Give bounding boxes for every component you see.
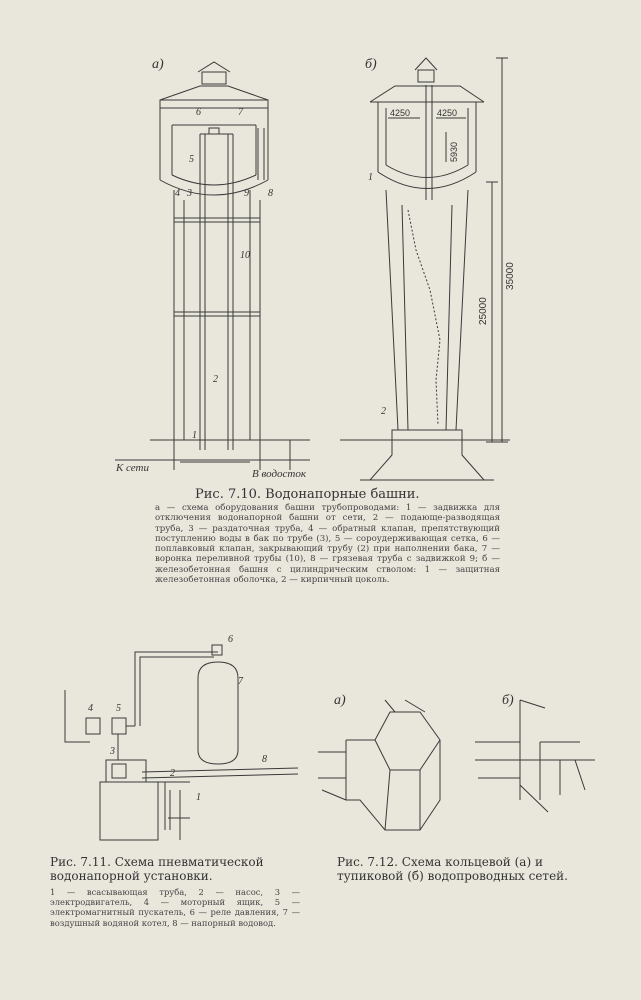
to-network-label: К сети xyxy=(116,462,149,474)
dim-5930: 5930 xyxy=(449,141,459,162)
fig-7-12-panel-a-label: а) xyxy=(334,693,346,708)
callout-11-3: 3 xyxy=(110,746,115,757)
fig-7-12-panel-b-label: б) xyxy=(502,693,514,708)
fig-7-11-caption-body: 1 — всасывающая труба, 2 — насос, 3 — эл… xyxy=(50,887,300,928)
callout-11-2: 2 xyxy=(170,768,175,779)
fig-7-10-panel-a-label: а) xyxy=(152,57,164,72)
pneumatic-installation-drawing xyxy=(64,644,299,841)
to-drain-label: В водосток xyxy=(252,468,306,480)
fig-7-10-caption-body: а — схема оборудования башни трубопровод… xyxy=(155,503,500,586)
fig-7-10-caption-title: Рис. 7.10. Водонапорные башни. xyxy=(195,487,420,502)
callout-b-1: 1 xyxy=(368,172,373,183)
fig-7-10-panel-b-label: б) xyxy=(365,57,377,72)
callout-b-2: 2 xyxy=(381,406,386,417)
dim-4250-right: 4250 xyxy=(437,108,458,118)
callout-8: 8 xyxy=(268,188,273,199)
callout-11-4: 4 xyxy=(88,703,93,714)
callout-4: 4 xyxy=(175,188,180,199)
dim-25000: 25000 xyxy=(478,297,489,325)
callout-11-7: 7 xyxy=(238,676,243,687)
callout-11-5: 5 xyxy=(116,703,121,714)
callout-10: 10 xyxy=(240,250,250,261)
callout-1: 1 xyxy=(192,430,197,441)
fig-7-11-caption-title: Рис. 7.11. Схема пневматической водонапо… xyxy=(50,855,264,883)
callout-2: 2 xyxy=(213,374,218,385)
callout-7: 7 xyxy=(238,107,243,118)
callout-11-8: 8 xyxy=(262,754,267,765)
callout-5: 5 xyxy=(189,154,194,165)
callout-6: 6 xyxy=(196,107,201,118)
callout-11-6: 6 xyxy=(228,634,233,645)
callout-3: 3 xyxy=(187,188,192,199)
fig-7-12-caption-title: Рис. 7.12. Схема кольцевой (а) и тупиков… xyxy=(337,855,568,883)
callout-11-1: 1 xyxy=(196,792,201,803)
tower-a-drawing xyxy=(115,61,310,470)
dim-4250-left: 4250 xyxy=(390,108,411,118)
callout-9: 9 xyxy=(244,188,249,199)
tower-b-drawing xyxy=(340,57,510,481)
dead-end-network-drawing xyxy=(475,699,595,813)
ring-network-drawing xyxy=(318,699,441,831)
dim-35000: 35000 xyxy=(505,262,516,290)
